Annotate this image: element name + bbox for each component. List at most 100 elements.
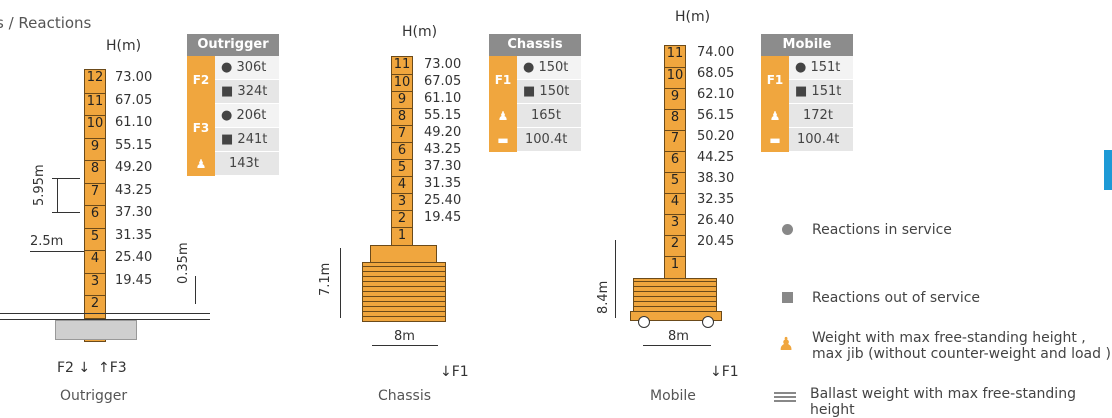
mast-segment: 8 [665,109,685,130]
outrigger-force-f2: F2 ↓ [57,360,91,376]
ballast-icon: ▬ [489,128,517,152]
height-value: 37.30 [115,205,153,220]
chassis-f1-in: ● 150t [517,56,581,80]
mobile-ballast [633,278,717,312]
chassis-weight: 165t [517,104,581,128]
height-value: 67.05 [424,74,462,89]
chassis-base [370,245,437,263]
mobile-row-key: F1 [761,56,789,104]
height-value: 20.45 [697,234,735,249]
circle-icon [782,224,793,235]
mast-segment: 2 [85,295,105,318]
height-value: 55.15 [424,108,462,123]
chassis-force: ↓F1 [440,364,469,380]
mast-segment: 11 [393,57,411,72]
height-value: 61.10 [115,115,153,130]
mast-segment: 3 [665,214,685,235]
height-value: 38.30 [697,171,735,186]
dim-horizontal-line [30,251,84,252]
height-value: 68.05 [697,66,735,81]
mast-segment: 5 [85,227,105,251]
height-value: 43.25 [424,142,462,157]
section-header: s / Reactions [0,14,92,32]
mast-segment: 2 [665,235,685,256]
outrigger-table-title: Outrigger [187,34,279,56]
chassis-caption: Chassis [378,388,431,404]
ground-line [0,319,210,320]
outrigger-caption: Outrigger [60,388,128,404]
outrigger-foundation [55,320,137,340]
dim-small-line [195,276,196,304]
legend-in-service: Reactions in service [782,222,952,238]
side-tab[interactable] [1104,150,1112,190]
mast-segment: 4 [665,193,685,214]
mast-segment: 7 [665,130,685,151]
mast-segment: 8 [392,108,412,125]
height-value: 19.45 [424,210,462,225]
height-value: 25.40 [115,250,153,265]
outrigger-f3-in: ● 206t [215,104,279,128]
mobile-force: ↓F1 [710,364,739,380]
height-value: 73.00 [115,70,153,85]
mast-segment: 1 [665,256,685,277]
height-value: 32.35 [697,192,735,207]
chassis-ballast [362,262,446,322]
mobile-dim-horizontal: 8m [668,329,689,344]
mast-segment: 12 [86,70,104,85]
dim-tick [52,212,80,213]
weight-icon: ♟ [778,334,795,355]
mobile-f1-in: ● 151t [789,56,853,80]
weight-icon: ♟ [187,152,215,176]
mast-segment: 11 [666,46,684,61]
weight-icon: ♟ [761,104,789,128]
height-value: 44.25 [697,150,735,165]
mast-segment: 10 [392,74,412,90]
dim-line [372,345,438,346]
height-value: 56.15 [697,108,735,123]
mast-segment: 5 [665,172,685,193]
mast-segment: 10 [665,67,685,88]
chassis-table: Chassis F1 ● 150t ■ 150t ♟ 165t ▬ 100.4t [489,34,581,152]
legend-ballast: Ballast weight with max free-standing he… [774,386,1112,418]
wheel-icon [702,316,714,328]
mast-segment: 10 [85,115,105,138]
outrigger-row-key: F3 [187,104,215,152]
dim-vertical-line [57,178,58,212]
mast-segment: 6 [392,142,412,159]
wheel-icon [638,316,650,328]
mast-segment: 1 [392,227,412,244]
mobile-f1-out: ■ 151t [789,80,853,104]
height-value: 74.00 [697,45,735,60]
mast-segment: 9 [85,137,105,161]
mast-segment: 3 [85,272,105,296]
chassis-row-key: F1 [489,56,517,104]
ballast-icon [774,390,796,402]
outrigger-f3-out: ■ 241t [215,128,279,152]
legend-weight: ♟ Weight with max free-standing height ,… [778,330,1111,362]
mast-segment: 6 [665,151,685,172]
mast-segment: 8 [85,160,105,183]
height-value: 73.00 [424,57,462,72]
mobile-caption: Mobile [650,388,696,404]
height-value: 49.20 [115,160,153,175]
outrigger-mast: 121110987654321 [84,69,106,342]
outrigger-force-f3: ↑F3 [98,360,127,376]
mast-segment: 11 [85,92,105,116]
height-value: 31.35 [424,176,462,191]
square-icon [782,292,793,303]
mast-segment: 9 [665,88,685,109]
height-value: 31.35 [115,227,153,243]
outrigger-table: Outrigger F2 ● 306t ■ 324t F3 ● 206t ■ 2… [187,34,279,176]
outrigger-f2-in: ● 306t [215,56,279,80]
height-value: 19.45 [115,272,153,288]
outrigger-f2-out: ■ 324t [215,80,279,104]
mobile-ballast-value: 100.4t [789,128,853,152]
dim-line [643,345,711,346]
height-value: 26.40 [697,213,735,228]
chassis-ballast-value: 100.4t [517,128,581,152]
outrigger-h-label: H(m) [106,38,142,54]
mobile-chassis [630,311,722,321]
height-value: 55.15 [115,137,153,153]
